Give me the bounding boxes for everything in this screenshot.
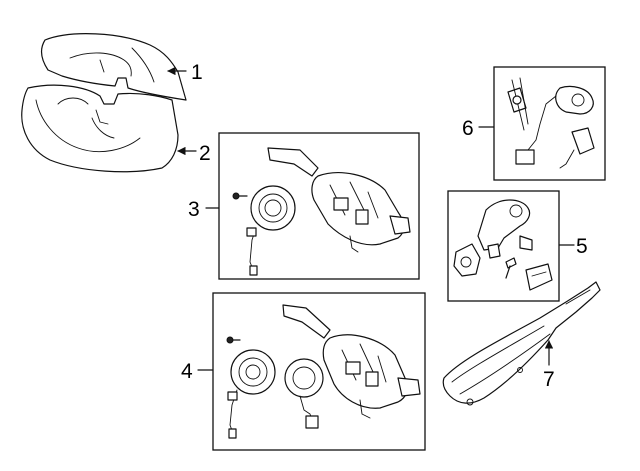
part-4-spiral-cable: [284, 358, 324, 429]
part-3-switch-assembly: [267, 147, 411, 253]
part-4-screw: [226, 336, 241, 344]
callout-3: 3: [188, 198, 220, 221]
callout-7: 7: [543, 340, 555, 391]
part-6-lock-cylinder: [515, 85, 594, 165]
part-5-lock-housing: [477, 199, 533, 259]
part-5-switch: [453, 243, 481, 277]
callout-label-6: 6: [462, 117, 474, 140]
part-4-switch-assembly: [282, 304, 421, 419]
lower-column-cover: [21, 84, 179, 173]
part-5-bracket: [525, 263, 553, 291]
part-5-bolts: [505, 257, 517, 279]
callout-label-3: 3: [188, 198, 200, 221]
callout-5: 5: [558, 235, 588, 258]
part-7-column-seal: [442, 281, 601, 406]
part-6-keys: [507, 77, 529, 131]
upper-column-cover: [41, 33, 187, 101]
part-6-box: [493, 66, 606, 181]
callout-6: 6: [462, 117, 495, 140]
part-3-screw: [232, 192, 248, 200]
callout-label-5: 5: [576, 235, 588, 258]
callout-label-2: 2: [199, 142, 211, 165]
part-4-clockspring: [227, 349, 276, 439]
part-6-sensor: [559, 127, 595, 169]
callout-1: 1: [167, 61, 203, 84]
callout-4: 4: [181, 360, 214, 383]
callout-label-7: 7: [543, 368, 555, 391]
callout-label-4: 4: [181, 360, 193, 383]
callout-2: 2: [177, 142, 211, 165]
part-3-clockspring: [246, 185, 296, 276]
callout-label-1: 1: [191, 61, 203, 84]
